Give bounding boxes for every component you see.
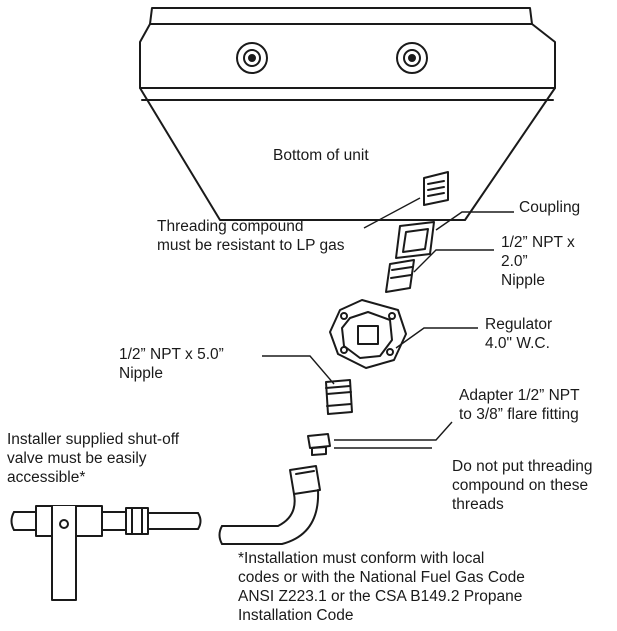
label-no-compound-line-1: Do not put threading — [452, 458, 593, 475]
label-footnote-line-4: Installation Code — [238, 607, 354, 624]
label-short-nipple-line-3: Nipple — [501, 272, 545, 289]
knob-left — [236, 42, 268, 74]
label-long-nipple: 1/2” NPT x 5.0” Nipple — [119, 345, 224, 383]
flare-nut — [289, 465, 321, 495]
label-bottom-of-unit: Bottom of unit — [273, 147, 369, 164]
label-regulator-line-2: 4.0" W.C. — [485, 335, 550, 352]
label-adapter-line-1: Adapter 1/2” NPT — [459, 387, 580, 404]
label-no-compound-line-3: threads — [452, 496, 504, 513]
label-regulator-line-1: Regulator — [485, 316, 553, 333]
label-short-nipple-line-2: 2.0” — [501, 253, 528, 270]
label-no-compound: Do not put threading compound on these t… — [452, 457, 592, 514]
gas-inlet — [423, 171, 449, 206]
label-threading-compound-line-2: must be resistant to LP gas — [157, 237, 345, 254]
leader-lines — [262, 197, 514, 449]
label-footnote-line-3: ANSI Z223.1 or the CSA B149.2 Propane — [238, 588, 523, 605]
short-nipple — [385, 259, 415, 293]
label-shutoff-valve: Installer supplied shut-off valve must b… — [7, 430, 179, 487]
long-nipple — [325, 379, 353, 415]
knob-right — [396, 42, 428, 74]
label-adapter-line-2: to 3/8” flare fitting — [459, 406, 579, 423]
label-no-compound-line-2: compound on these — [452, 477, 589, 494]
label-coupling: Coupling — [519, 199, 581, 216]
gas-tube — [218, 489, 320, 545]
regulator — [329, 299, 407, 369]
shutoff-valve — [10, 505, 202, 601]
label-footnote-line-2: codes or with the National Fuel Gas Code — [238, 569, 525, 586]
label-shutoff-valve-line-1: Installer supplied shut-off — [7, 431, 180, 448]
adapter-fitting — [307, 433, 331, 456]
label-short-nipple-line-1: 1/2” NPT x — [501, 234, 575, 251]
label-short-nipple: 1/2” NPT x 2.0” Nipple — [501, 233, 575, 290]
label-regulator: Regulator 4.0" W.C. — [485, 315, 552, 353]
label-footnote: *Installation must conform with local co… — [238, 549, 525, 625]
label-long-nipple-line-2: Nipple — [119, 365, 163, 382]
label-shutoff-valve-line-2: valve must be easily — [7, 450, 147, 467]
label-long-nipple-line-1: 1/2” NPT x 5.0” — [119, 346, 224, 363]
label-threading-compound: Threading compound must be resistant to … — [157, 217, 345, 255]
label-adapter: Adapter 1/2” NPT to 3/8” flare fitting — [459, 386, 580, 424]
label-footnote-line-1: *Installation must conform with local — [238, 550, 485, 567]
unit-housing — [139, 7, 556, 221]
label-shutoff-valve-line-3: accessible* — [7, 469, 86, 486]
label-threading-compound-line-1: Threading compound — [157, 218, 304, 235]
coupling — [395, 221, 435, 259]
